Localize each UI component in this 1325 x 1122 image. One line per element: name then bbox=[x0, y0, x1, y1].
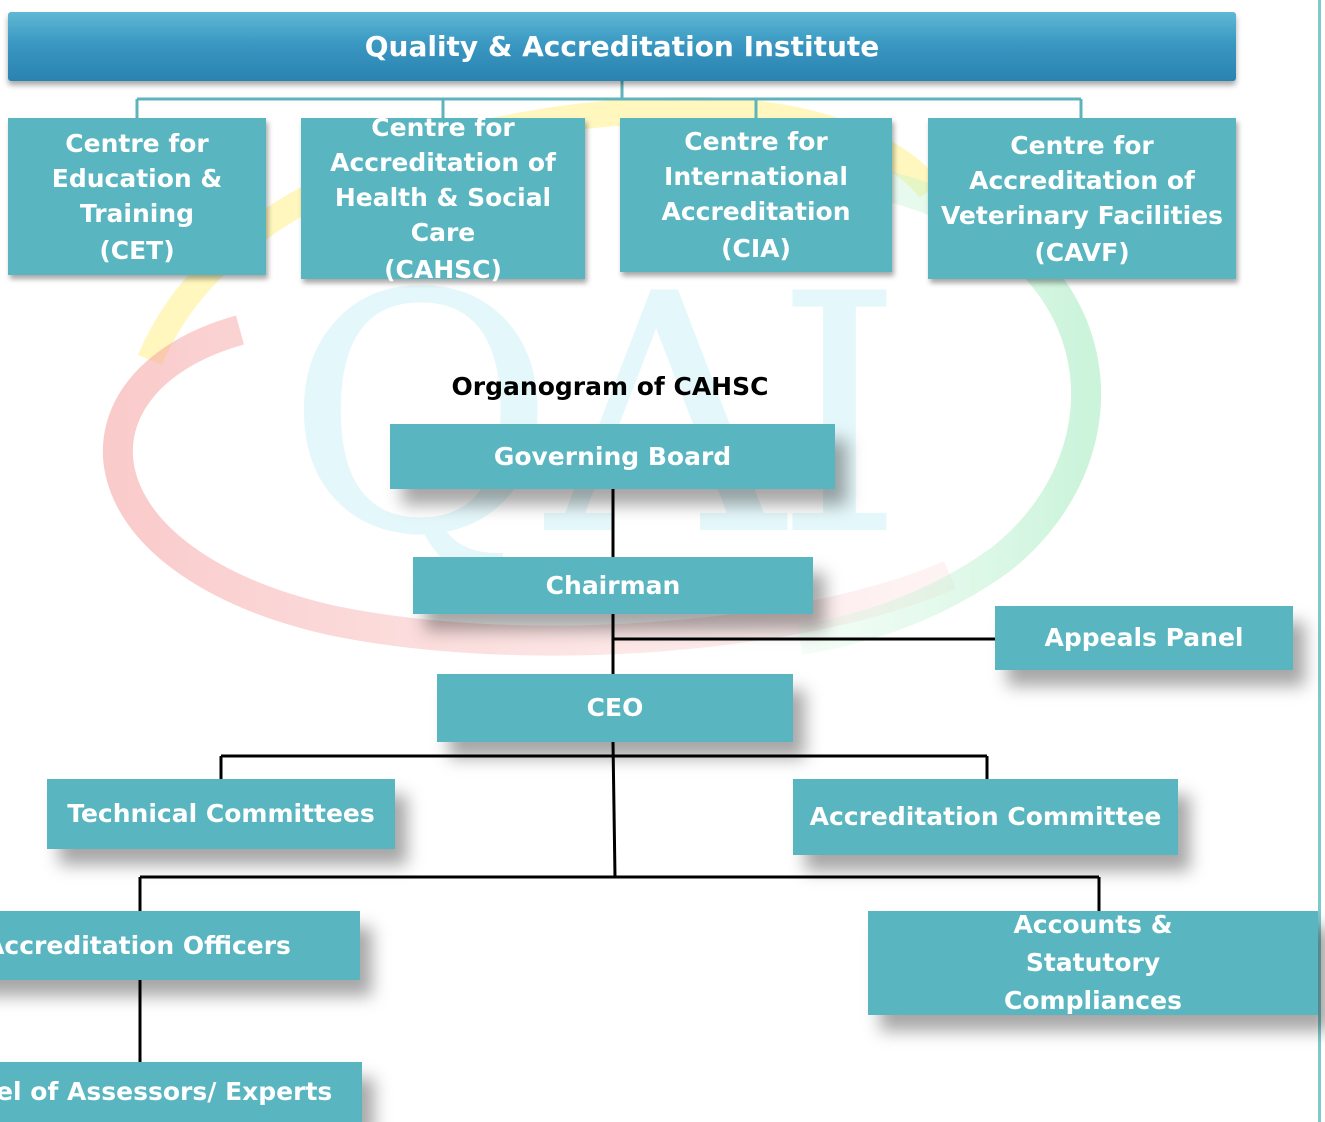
centre-cavf-abbr: (CAVF) bbox=[1034, 237, 1130, 267]
technical-committees-box: Technical Committees bbox=[47, 779, 395, 849]
technical-committees-label: Technical Committees bbox=[67, 799, 375, 828]
panel-assessors-label: Panel of Assessors/ Experts bbox=[0, 1077, 333, 1106]
centre-cavf-box: Centre for Accreditation of Veterinary F… bbox=[928, 118, 1236, 279]
appeals-panel-box: Appeals Panel bbox=[995, 606, 1293, 670]
accreditation-officers-label: Accreditation Officers bbox=[0, 930, 291, 960]
panel-assessors-box: Panel of Assessors/ Experts bbox=[0, 1062, 362, 1122]
accreditation-committee-box: Accreditation Committee bbox=[793, 779, 1178, 855]
centre-cia-box: Centre for International Accreditation (… bbox=[620, 118, 892, 272]
watermark-text: QAI bbox=[285, 224, 894, 608]
accounts-statutory-label: Accounts & Statutory Compliances bbox=[1004, 910, 1182, 1015]
centre-cahsc-abbr: (CAHSC) bbox=[384, 255, 502, 284]
institute-banner: Quality & Accreditation Institute bbox=[8, 12, 1236, 81]
centre-cia-name: Centre for International Accreditation bbox=[661, 127, 851, 226]
centre-cet-box: Centre for Education & Training (CET) bbox=[8, 118, 266, 275]
centre-cavf-name: Centre for Accreditation of Veterinary F… bbox=[940, 130, 1224, 230]
ceo-box: CEO bbox=[437, 674, 793, 742]
centre-cet-abbr: (CET) bbox=[99, 235, 175, 265]
accreditation-committee-label: Accreditation Committee bbox=[809, 802, 1162, 831]
ceo-label: CEO bbox=[586, 693, 644, 722]
right-frame-border bbox=[1318, 0, 1321, 1122]
accounts-statutory-box: Accounts & Statutory Compliances bbox=[868, 910, 1318, 1015]
organogram-title: Organogram of CAHSC bbox=[451, 372, 769, 401]
chairman-label: Chairman bbox=[545, 570, 681, 600]
governing-board-label: Governing Board bbox=[493, 441, 732, 471]
centre-cahsc-box: Centre for Accreditation of Health & Soc… bbox=[301, 113, 585, 284]
institute-title: Quality & Accreditation Institute bbox=[364, 30, 880, 63]
centre-cahsc-name: Centre for Accreditation of Health & Soc… bbox=[330, 113, 556, 247]
governing-board-box: Governing Board bbox=[390, 424, 835, 489]
appeals-panel-label: Appeals Panel bbox=[1044, 623, 1244, 652]
centre-cia-abbr: (CIA) bbox=[721, 234, 791, 263]
accreditation-officers-box: Accreditation Officers bbox=[0, 911, 360, 980]
centre-cet-name: Centre for Education & Training bbox=[51, 128, 223, 228]
chairman-box: Chairman bbox=[413, 557, 813, 614]
